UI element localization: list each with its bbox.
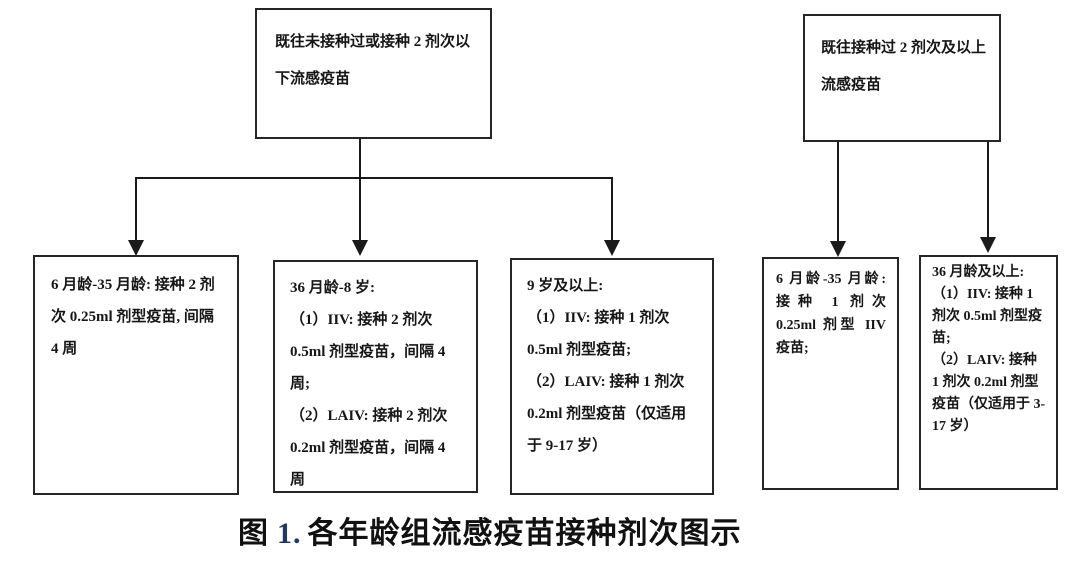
arrowhead-l0-icon (128, 240, 144, 256)
node-age-36m-8y-2-doses: 36 月龄-8 岁: （1）IIV: 接种 2 剂次 0.5ml 剂型疫苗，间隔… (273, 260, 478, 493)
node-no-prior-or-under-2-doses: 既往未接种过或接种 2 剂次以 下流感疫苗 (255, 8, 492, 139)
arrowhead-l1-icon (352, 240, 368, 256)
node-text-line: 流感疫苗 (821, 77, 882, 93)
node-paragraph: 6 月龄-35 月龄: 接种 1 剂次 0.25ml 剂型 IIV 疫苗; (776, 272, 886, 356)
node-paragraph: 36 月龄及以上: (932, 265, 1025, 280)
node-paragraph: 36 月龄-8 岁: (290, 280, 375, 296)
arrowhead-r1-icon (980, 237, 996, 253)
caption-number: 1. (277, 517, 302, 550)
arrowhead-l2-icon (604, 240, 620, 256)
node-paragraph: 9 岁及以上: (527, 278, 604, 294)
node-text-line: 既往未接种过或接种 2 剂次以 (275, 34, 471, 50)
node-age-6-35-months-1-dose: 6 月龄-35 月龄: 接种 1 剂次 0.25ml 剂型 IIV 疫苗; (762, 257, 899, 490)
node-age-6-35-months-2-doses: 6 月龄-35 月龄: 接种 2 剂次 0.25ml 剂型疫苗, 间隔 4 周 (33, 255, 239, 495)
node-paragraph: （1）IIV: 接种 1 剂次 0.5ml 剂型疫苗; (527, 310, 670, 358)
node-text-line: 下流感疫苗 (275, 71, 351, 87)
caption-prefix: 图 (238, 517, 269, 550)
node-paragraph: （1）IIV: 接种 2 剂次 0.5ml 剂型疫苗，间隔 4 周; (290, 312, 446, 392)
node-paragraph: 6 月龄-35 月龄: 接种 2 剂次 0.25ml 剂型疫苗, 间隔 4 周 (51, 277, 215, 357)
node-paragraph: （2）LAIV: 接种 1 剂次 0.2ml 剂型疫苗（仅适用于 9-17 岁） (527, 374, 687, 454)
caption-title: 各年龄组流感疫苗接种剂次图示 (307, 517, 742, 550)
node-text-line: 既往接种过 2 剂次及以上 (821, 40, 987, 56)
node-prior-2-or-more-doses: 既往接种过 2 剂次及以上 流感疫苗 (803, 14, 1001, 142)
node-age-36m-plus-1-dose: 36 月龄及以上: （1）IIV: 接种 1 剂次 0.5ml 剂型疫苗; （2… (919, 255, 1058, 490)
arrowhead-r0-icon (830, 241, 846, 257)
node-paragraph: （2）LAIV: 接种 1 剂次 0.2ml 剂型疫苗（仅适用于 3-17 岁） (932, 353, 1046, 434)
node-paragraph: （1）IIV: 接种 1 剂次 0.5ml 剂型疫苗; (932, 287, 1043, 346)
node-age-9y-plus-1-dose: 9 岁及以上: （1）IIV: 接种 1 剂次 0.5ml 剂型疫苗; （2）L… (510, 258, 714, 495)
node-paragraph: （2）LAIV: 接种 2 剂次 0.2ml 剂型疫苗，间隔 4 周 (290, 408, 448, 488)
